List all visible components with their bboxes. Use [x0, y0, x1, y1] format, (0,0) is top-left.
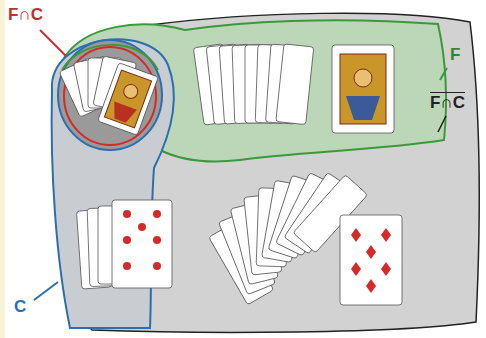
card-fan: [59, 56, 158, 135]
leader-line: [440, 68, 447, 80]
complement-label: F∩C: [430, 92, 465, 113]
set-label: F: [450, 46, 460, 65]
heart-pips: [123, 210, 161, 270]
face-card: [340, 54, 386, 124]
card-fan: [193, 44, 394, 133]
leader-line: [34, 282, 58, 300]
set-label: C: [14, 298, 26, 317]
card-fan: [209, 172, 402, 305]
diamond-pips: [351, 228, 391, 293]
card-fan: [76, 200, 172, 289]
face-card: [104, 70, 151, 128]
intersection-outer: [58, 40, 162, 150]
leader-line: [40, 30, 66, 56]
leader-line: [438, 116, 446, 132]
edge-strip: [0, 0, 5, 338]
set-label: F∩C: [8, 6, 43, 25]
c-region: [52, 39, 174, 328]
